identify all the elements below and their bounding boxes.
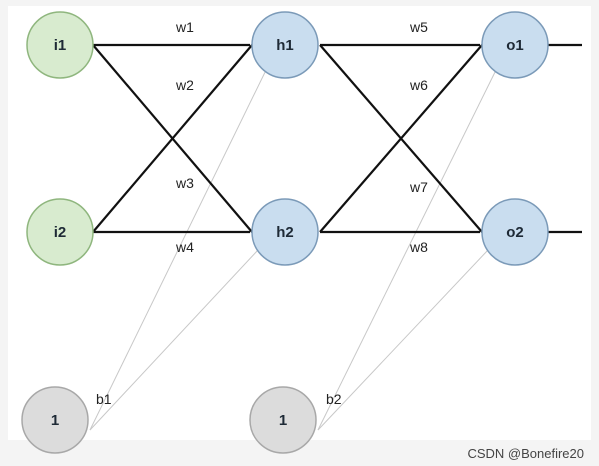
edge-w3 bbox=[92, 44, 253, 233]
node-o2-circle bbox=[481, 198, 549, 266]
node-o1: o1 bbox=[481, 11, 549, 79]
weight-label-w5: w5 bbox=[409, 19, 428, 35]
node-i2: i2 bbox=[26, 198, 94, 266]
node-bias1-circle bbox=[21, 386, 89, 454]
node-o1-circle bbox=[481, 11, 549, 79]
node-h1-label: h1 bbox=[276, 37, 294, 54]
node-h1-circle bbox=[251, 11, 319, 79]
node-o1-label: o1 bbox=[506, 37, 524, 54]
node-bias1-label: 1 bbox=[51, 412, 59, 429]
node-i2-label: i2 bbox=[54, 224, 67, 241]
node-i1: i1 bbox=[26, 11, 94, 79]
edge-b2-o2 bbox=[317, 249, 489, 431]
node-h2: h2 bbox=[251, 198, 319, 266]
weight-label-w8: w8 bbox=[409, 239, 428, 255]
weight-label-w6: w6 bbox=[409, 77, 428, 93]
edge-w7 bbox=[319, 44, 483, 233]
bias-edges bbox=[89, 61, 501, 431]
weight-label-b1: b1 bbox=[96, 391, 112, 407]
weight-label-w3: w3 bbox=[175, 175, 194, 191]
weight-label-b2: b2 bbox=[326, 391, 342, 407]
node-i1-circle bbox=[26, 11, 94, 79]
node-i2-circle bbox=[26, 198, 94, 266]
edge-b1-h1 bbox=[89, 61, 271, 431]
node-o2-label: o2 bbox=[506, 224, 524, 241]
weight-edges bbox=[92, 43, 582, 234]
node-bias2-circle bbox=[249, 386, 317, 454]
edge-b1-h2 bbox=[89, 249, 259, 431]
weight-label-w4: w4 bbox=[175, 239, 194, 255]
node-h2-circle bbox=[251, 198, 319, 266]
node-bias2: 1 bbox=[249, 386, 317, 454]
node-bias2-label: 1 bbox=[279, 412, 287, 429]
node-i1-label: i1 bbox=[54, 37, 67, 54]
node-bias1: 1 bbox=[21, 386, 89, 454]
node-h2-label: h2 bbox=[276, 224, 294, 241]
watermark-text: CSDN @Bonefire20 bbox=[467, 446, 584, 461]
weight-label-w7: w7 bbox=[409, 179, 428, 195]
node-h1: h1 bbox=[251, 11, 319, 79]
weight-label-w1: w1 bbox=[175, 19, 194, 35]
weight-labels: w1 w2 w3 w4 w5 w6 w7 w8 b1 b2 bbox=[96, 19, 428, 407]
node-o2: o2 bbox=[481, 198, 549, 266]
weight-label-w2: w2 bbox=[175, 77, 194, 93]
edge-b2-o1 bbox=[317, 61, 501, 431]
